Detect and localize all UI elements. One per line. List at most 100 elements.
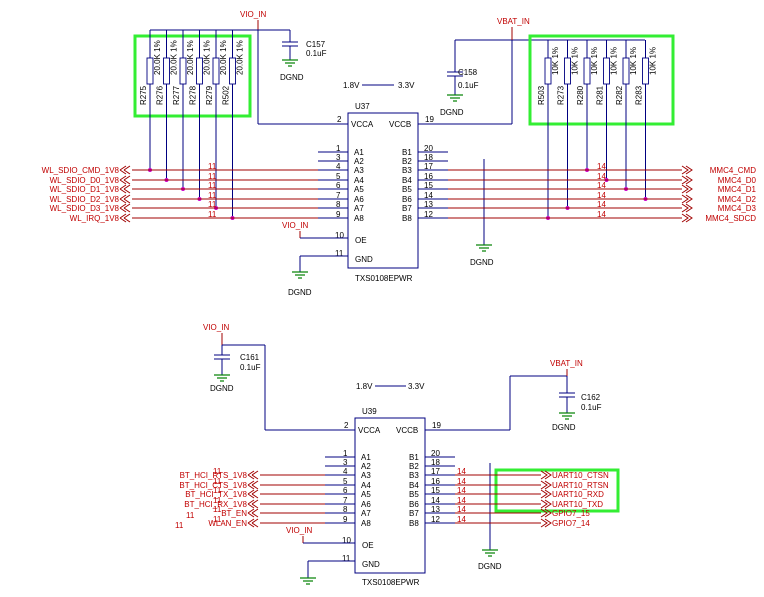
- u39-net-arrow-r2: [540, 489, 552, 499]
- u39-net-page-l2: 11: [213, 486, 222, 495]
- resistors_left-value-2: 20.0K 1%: [186, 40, 195, 75]
- u39-net-label-l2: BT_HCI_TX_1V8: [185, 490, 247, 499]
- u37-pin-name-a4: A4: [354, 176, 364, 185]
- u37-pin-name-b3: B3: [402, 166, 412, 175]
- u39-gnd-num: 11: [342, 554, 351, 563]
- u39-pin-num-b1: 20: [431, 449, 440, 458]
- u37-pin-name-b5: B5: [402, 185, 412, 194]
- u37-net-arrow-r0: [681, 165, 693, 175]
- u37-net-label-r1: MMC4_D0: [718, 176, 757, 185]
- u37-pin-num-b2: 18: [424, 153, 433, 162]
- c162-ref: C162: [581, 393, 601, 402]
- resistors_right-ref-1: R273: [557, 85, 566, 105]
- u39-pin-num-b5: 15: [431, 486, 440, 495]
- resistors_left-ref-1: R276: [156, 85, 165, 105]
- u37-pin-name-b7: B7: [402, 204, 412, 213]
- u37-pin-name-b8: B8: [402, 214, 412, 223]
- u39-pin-num-a4: 5: [343, 477, 348, 486]
- u39-pin-name-a1: A1: [361, 453, 371, 462]
- u37-right-nets: MMC4_CMD14MMC4_D014MMC4_D114MMC4_D214MMC…: [448, 162, 757, 223]
- u37-net-label-l1: WL_SDIO_D0_1V8: [50, 176, 120, 185]
- u37-net-arrow-r5: [681, 213, 693, 223]
- u39-net-page-l3: 11: [213, 496, 222, 505]
- u37-pin-num-b8: 12: [424, 210, 433, 219]
- u37-net-label-l0: WL_SDIO_CMD_1V8: [42, 166, 120, 175]
- u39-pin-num-b4: 16: [431, 477, 440, 486]
- u39-net-label-l4: BT_EN: [221, 509, 247, 518]
- u39-pin-num-b8: 12: [431, 515, 440, 524]
- u37-net-page-r3: 14: [597, 191, 606, 200]
- u37-net-page-l2: 11: [208, 181, 217, 190]
- u39-part: TXS0108EPWR: [362, 578, 420, 587]
- u37-pin-num-b1: 20: [424, 144, 433, 153]
- u39-gnd: GND: [362, 560, 380, 569]
- u39-pin-name-a6: A6: [361, 500, 371, 509]
- u39-vcca: VCCA: [358, 426, 381, 435]
- u37-vccb: VCCB: [389, 120, 411, 129]
- resistors_right-value-1: 10K 1%: [571, 47, 580, 75]
- u39-net-l0-arrow: [247, 470, 259, 480]
- u39-net-arrow-r5: [540, 518, 552, 528]
- vio-in-label-bottom: VIO_IN: [203, 323, 229, 332]
- c158-ref: C158: [458, 68, 478, 77]
- u37-pin-num-b6: 14: [424, 191, 433, 200]
- resistors_left-value-3: 20.0K 1%: [203, 40, 212, 75]
- u37-net-label-l4: WL_SDIO_D3_1V8: [50, 204, 120, 213]
- u39-pin-name-b8: B8: [409, 519, 419, 528]
- u37-pin-num-a3: 4: [336, 162, 341, 171]
- u37-voltage-b: 3.3V: [398, 81, 415, 90]
- highlight-right-resistors: [528, 34, 675, 126]
- u37-pin-num-a8: 9: [336, 210, 341, 219]
- c161-ref: C161: [240, 353, 260, 362]
- u39-left-nets: BT_HCI_RTS_1V811BT_HCI_CTS_1V811BT_HCI_T…: [179, 467, 325, 528]
- u37-net-arrow-r2: [681, 184, 693, 194]
- u37-net-page-l4: 11: [208, 200, 217, 209]
- u39-net-arrow-r0: [540, 470, 552, 480]
- u37-net-page-r0: 14: [597, 162, 606, 171]
- u39-vccb: VCCB: [396, 426, 418, 435]
- u37-pin-name-a5: A5: [354, 185, 364, 194]
- resistors_right-ref-5: R283: [635, 85, 644, 105]
- u37-pin-name-a8: A8: [354, 214, 364, 223]
- resistors_right-value-5: 10K 1%: [649, 47, 658, 75]
- u39-net-label-r3: UART10_TXD: [552, 500, 603, 509]
- u37-net-arrow-r3: [681, 194, 693, 204]
- resistors_left-value-1: 20.0K 1%: [170, 40, 179, 75]
- dgnd-u37: DGND: [288, 288, 312, 297]
- u39-body: [354, 417, 426, 574]
- u37-pin-name-a7: A7: [354, 204, 364, 213]
- u37-part: TXS0108EPWR: [355, 274, 413, 283]
- u39-net-arrow-r4: [540, 508, 552, 518]
- resistors_right-ref-2: R280: [576, 85, 585, 105]
- u37-voltage-a: 1.8V: [343, 81, 360, 90]
- dgnd-c161: DGND: [210, 384, 234, 393]
- u39-net-page-l1: 11: [213, 477, 222, 486]
- u37-gnd: GND: [355, 255, 373, 264]
- u37-net-page-r1: 14: [597, 172, 606, 181]
- u39-pin-num-a7: 8: [343, 505, 348, 514]
- vio-in-oe-u39: VIO_IN: [286, 526, 312, 535]
- u37-net-page-l0: 11: [208, 162, 217, 171]
- u39-vccb-num: 19: [432, 421, 441, 430]
- u39-net-page-r4: 14: [457, 505, 466, 514]
- page-ref-left-2: 11: [175, 521, 184, 530]
- u39-net-label-l0: BT_HCI_RTS_1V8: [180, 471, 248, 480]
- u37-vcca: VCCA: [351, 120, 374, 129]
- u37-oe: OE: [355, 236, 367, 245]
- c157-value: 0.1uF: [306, 49, 327, 58]
- u37-net-label-l2: WL_SDIO_D1_1V8: [50, 185, 120, 194]
- vio-in-oe-u37: VIO_IN: [282, 221, 308, 230]
- u39-pin-name-a5: A5: [361, 490, 371, 499]
- u39-net-label-r1: UART10_RTSN: [552, 481, 609, 490]
- u39-net-page-l0: 11: [213, 467, 222, 476]
- resistors_right-ref-3: R281: [596, 85, 605, 105]
- dgnd-u37-b: DGND: [470, 258, 494, 267]
- u37-gnd-num: 11: [335, 249, 344, 258]
- resistors_right-value-3: 10K 1%: [610, 47, 619, 75]
- u39-net-label-l1: BT_HCI_CTS_1V8: [179, 481, 247, 490]
- u39-pin-num-a8: 9: [343, 515, 348, 524]
- u39-net-label-l3: BT_HCI_RX_1V8: [184, 500, 247, 509]
